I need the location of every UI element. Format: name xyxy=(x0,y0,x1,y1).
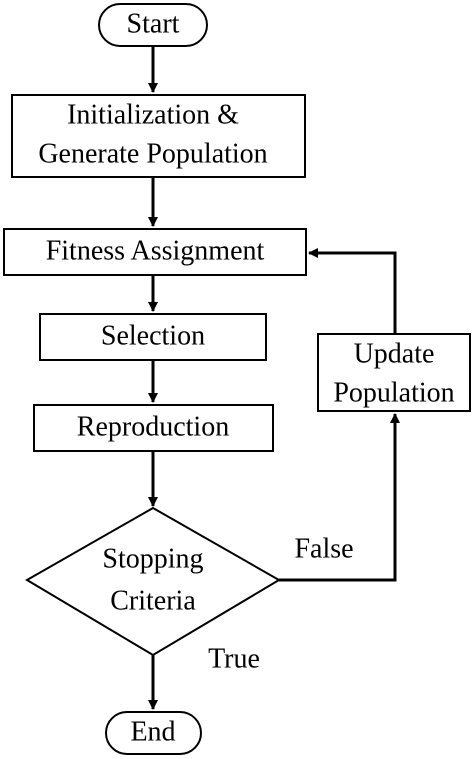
true-branch-label: True xyxy=(208,643,260,674)
selection-node: Selection xyxy=(39,313,267,361)
init-label-line1: Initialization & xyxy=(67,99,239,130)
init-label-line2: Generate Population xyxy=(38,138,267,169)
decision-label-line2: Criteria xyxy=(110,585,196,616)
fitness-process-box xyxy=(3,228,307,276)
start-node: Start xyxy=(98,3,208,47)
start-label: Start xyxy=(127,8,180,39)
false-branch-label: False xyxy=(294,533,353,564)
decision-diamond xyxy=(25,506,281,657)
end-label: End xyxy=(130,716,175,747)
end-node: End xyxy=(105,711,202,755)
update-process-box xyxy=(317,333,471,412)
decision-node: Stopping Criteria xyxy=(25,506,281,657)
init-process-box xyxy=(11,94,306,178)
decision-label-line1: Stopping xyxy=(102,543,203,574)
reproduction-label: Reproduction xyxy=(77,411,229,442)
update-node: Update Population xyxy=(317,333,471,412)
update-label-line2: Population xyxy=(333,377,454,408)
reproduction-node: Reproduction xyxy=(33,404,274,452)
arrow-decision-to-update xyxy=(279,413,400,582)
update-label-line1: Update xyxy=(354,338,435,369)
fitness-label: Fitness Assignment xyxy=(46,235,265,266)
fitness-node: Fitness Assignment xyxy=(3,228,307,276)
selection-label: Selection xyxy=(101,320,205,351)
init-node: Initialization & Generate Population xyxy=(11,94,306,178)
arrow-update-to-fitness xyxy=(308,248,397,334)
selection-process-box xyxy=(39,313,267,361)
end-terminal-shape xyxy=(105,711,202,755)
